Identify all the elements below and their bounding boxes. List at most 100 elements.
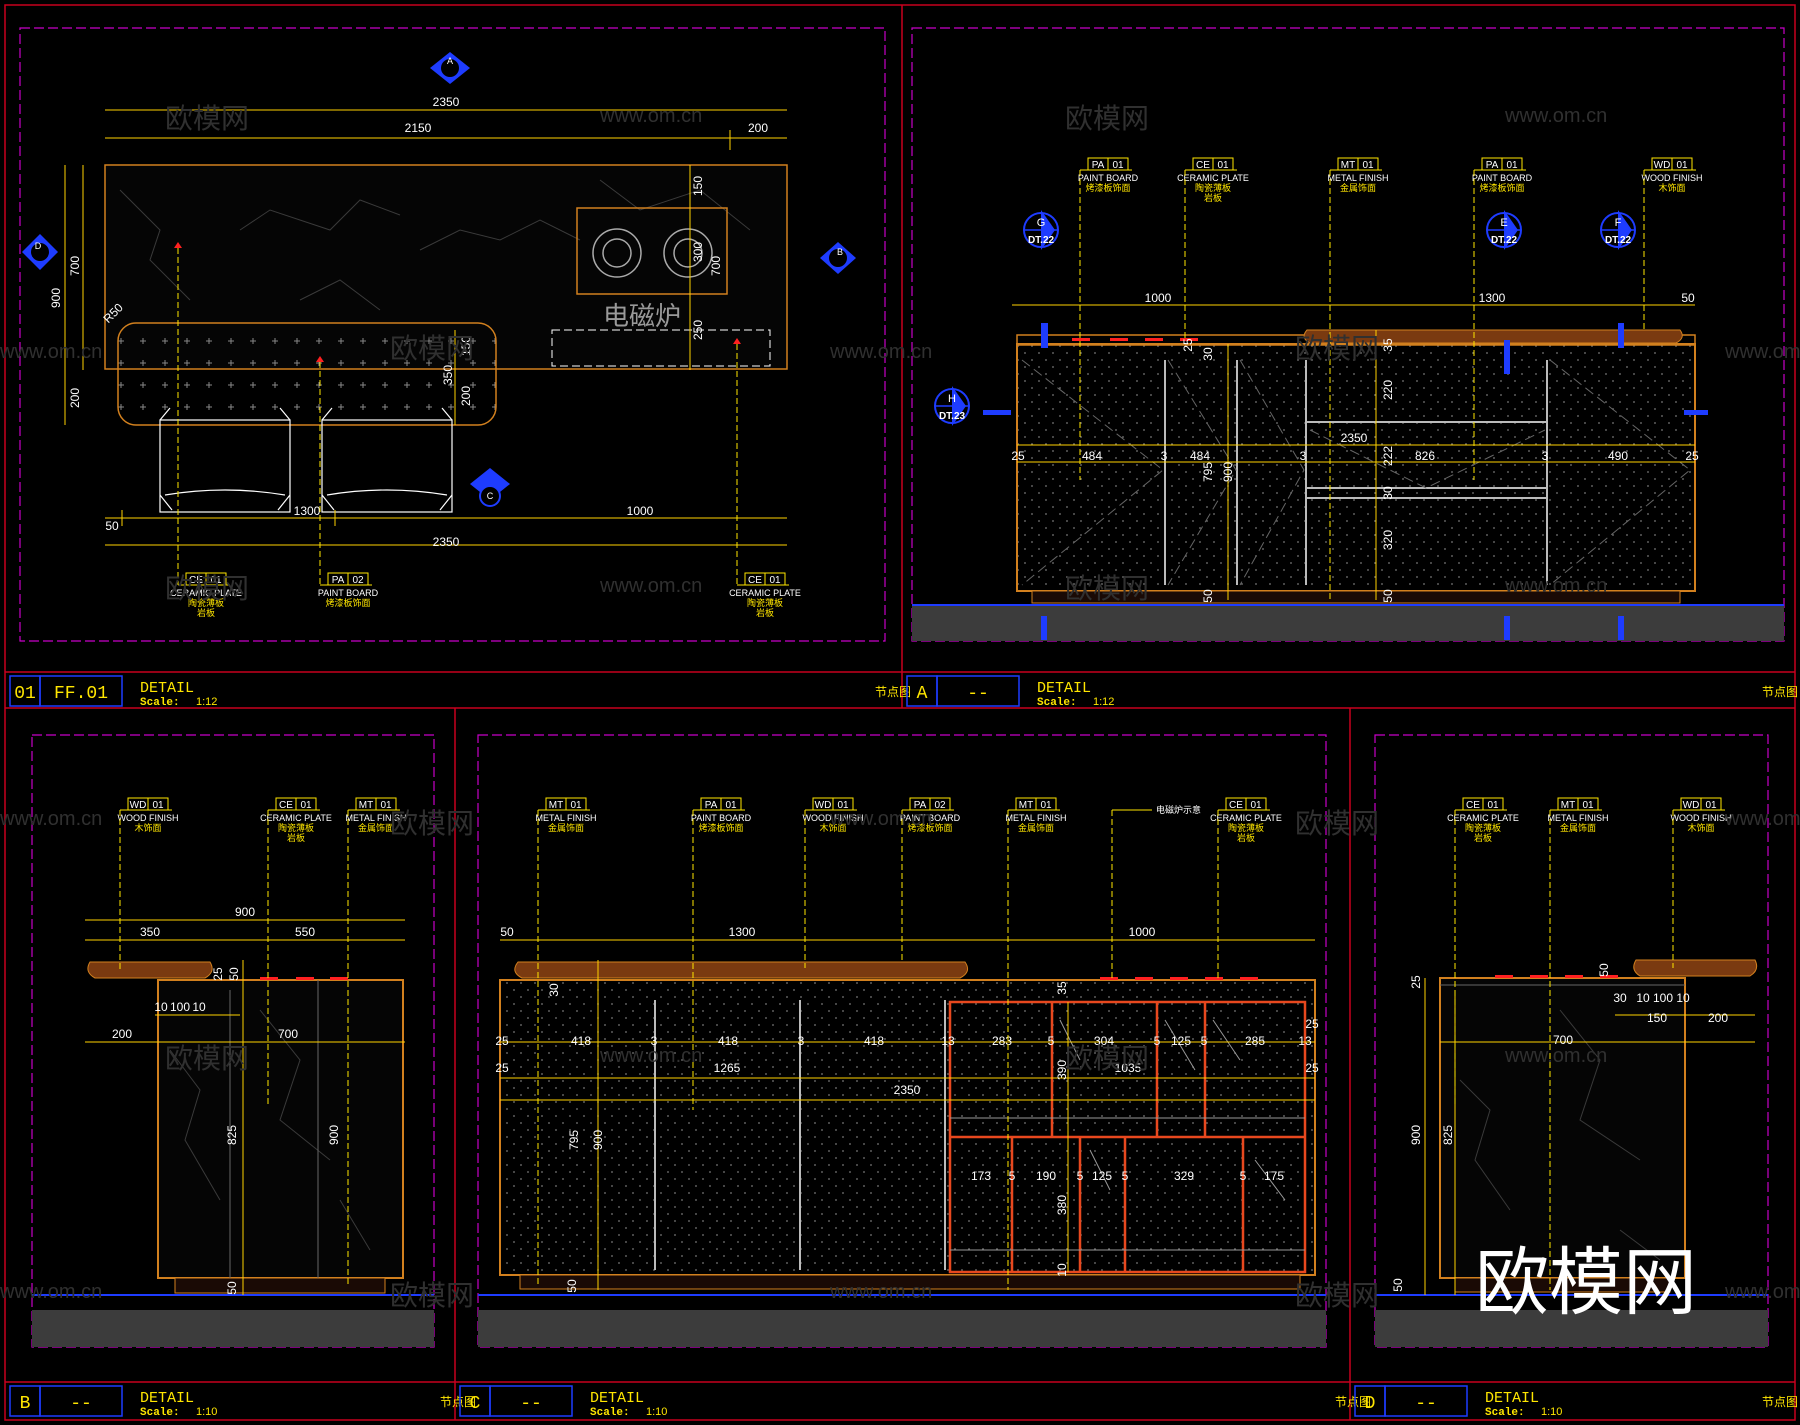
svg-text:25: 25	[1305, 1017, 1319, 1031]
svg-text:1300: 1300	[1479, 291, 1506, 305]
svg-text:DT.23: DT.23	[939, 411, 966, 422]
scale-label: Scale:	[1485, 1407, 1525, 1419]
svg-text:5: 5	[1240, 1169, 1247, 1183]
svg-text:13: 13	[941, 1034, 955, 1048]
svg-text:DT.22: DT.22	[1605, 235, 1632, 246]
watermark-text: www.om.cn	[829, 808, 932, 830]
callout-material-cn: 陶瓷薄板	[747, 597, 783, 608]
svg-text:900: 900	[327, 1125, 341, 1145]
callout-num: 01	[1705, 800, 1717, 811]
scale-value: 1:12	[196, 696, 217, 708]
callout-num: 02	[352, 575, 364, 586]
svg-text:10: 10	[1055, 1263, 1069, 1277]
callout-material-cn: 烤漆板饰面	[907, 822, 952, 833]
svg-text:25: 25	[1685, 449, 1699, 463]
svg-text:173: 173	[971, 1169, 991, 1183]
callout-num: 01	[769, 575, 781, 586]
watermark-text: 欧模网	[165, 103, 249, 134]
svg-text:329: 329	[1174, 1169, 1194, 1183]
svg-text:222: 222	[1381, 446, 1395, 466]
dim-150-b: 150	[459, 336, 473, 356]
callout-material-cn: 木饰面	[134, 822, 161, 833]
svg-text:825: 825	[225, 1125, 239, 1145]
dim-200-top: 200	[748, 121, 768, 135]
svg-text:10: 10	[192, 1000, 206, 1014]
svg-text:350: 350	[140, 925, 160, 939]
drawing-tag: 节点图	[1762, 1395, 1798, 1409]
svg-text:3: 3	[1300, 449, 1307, 463]
watermark-text: www.om.cn	[1724, 808, 1800, 830]
drawing-number: D	[1365, 1394, 1376, 1414]
callout-num: 01	[1217, 160, 1229, 171]
callout-note: 电磁炉示意	[1156, 804, 1201, 815]
dim-350: 350	[441, 365, 455, 385]
drawing-title: DETAIL	[140, 1390, 194, 1407]
callout-material: METAL FINISH	[535, 813, 596, 823]
svg-text:150: 150	[1647, 1011, 1667, 1025]
dim-900: 900	[49, 288, 63, 308]
svg-text:50: 50	[1391, 1278, 1405, 1292]
svg-text:25: 25	[495, 1061, 509, 1075]
svg-text:5: 5	[1077, 1169, 1084, 1183]
svg-text:900: 900	[235, 905, 255, 919]
callout-material-cn2: 岩板	[1474, 832, 1492, 843]
callout-material: WOOD FINISH	[803, 813, 864, 823]
callout-num: 01	[1676, 160, 1688, 171]
svg-text:DT.22: DT.22	[1028, 235, 1055, 246]
svg-text:25: 25	[1011, 449, 1025, 463]
scale-label: Scale:	[140, 1407, 180, 1419]
svg-text:10: 10	[1676, 991, 1690, 1005]
svg-text:125: 125	[1171, 1034, 1191, 1048]
section-marker-f: F DT.22	[1600, 210, 1636, 250]
svg-text:25: 25	[495, 1034, 509, 1048]
svg-text:F: F	[1615, 217, 1622, 229]
section-marker-h: HDT.23	[934, 386, 970, 426]
watermark-text: 欧模网	[390, 1280, 474, 1311]
svg-text:50: 50	[565, 1279, 579, 1293]
callout-material-cn: 木饰面	[819, 822, 846, 833]
callout-num: 01	[1362, 160, 1374, 171]
cooktop-burner-right	[663, 228, 713, 278]
svg-text:550: 550	[295, 925, 315, 939]
panel-plan: 电磁炉 2350	[22, 52, 856, 585]
callout-code: CE	[1466, 800, 1480, 811]
callout-code: PA	[914, 800, 927, 811]
callout-material-cn: 陶瓷薄板	[278, 822, 314, 833]
callout-material: CERAMIC PLATE	[729, 588, 801, 598]
callout-num: 01	[210, 575, 222, 586]
dim-1000: 1000	[627, 504, 654, 518]
callout-code: PA	[332, 575, 345, 586]
callout-num: 01	[1250, 800, 1262, 811]
svg-text:25: 25	[211, 967, 225, 981]
watermark-text: 欧模网	[1295, 808, 1379, 839]
svg-text:3: 3	[798, 1034, 805, 1048]
panel-elevation-d: 25 30 10 100 10 150 200 700 900 825 50 5…	[1375, 810, 1768, 1347]
callout-material-cn2: 岩板	[1237, 832, 1255, 843]
callout-code: MT	[1341, 160, 1355, 171]
svg-text:2350: 2350	[1341, 431, 1368, 445]
drawing-number: A	[917, 684, 928, 704]
callout-material-cn: 烤漆板饰面	[1085, 182, 1130, 193]
dim-2150: 2150	[405, 121, 432, 135]
callout-material: PAINT BOARD	[1078, 173, 1139, 183]
callout-material: METAL FINISH	[345, 813, 406, 823]
callout-num: 01	[1582, 800, 1594, 811]
svg-text:283: 283	[992, 1034, 1012, 1048]
callout-material: METAL FINISH	[1005, 813, 1066, 823]
svg-text:3: 3	[651, 1034, 658, 1048]
callout-code: CE	[189, 575, 203, 586]
svg-text:795: 795	[567, 1130, 581, 1150]
drawing-tag: 节点图	[1335, 1395, 1371, 1409]
callout-material: CERAMIC PLATE	[1447, 813, 1519, 823]
callout-material-cn2: 岩板	[756, 607, 774, 618]
callout-num: 01	[152, 800, 164, 811]
bar-stool-right	[321, 407, 453, 513]
scale-value: 1:12	[1093, 696, 1114, 708]
